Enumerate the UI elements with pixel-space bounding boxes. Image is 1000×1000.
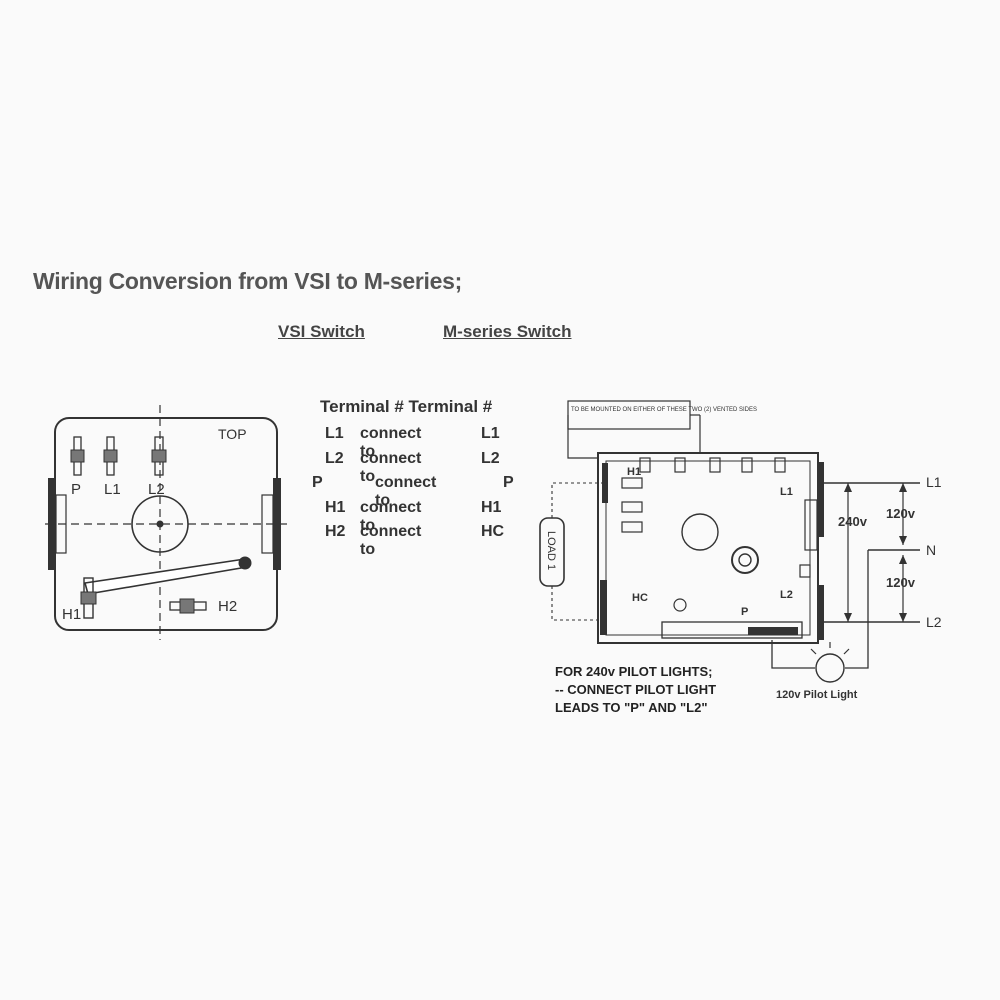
row-from: H2	[325, 523, 346, 540]
m-series-switch-diagram	[539, 400, 920, 683]
m-terminal-l2: L2	[780, 589, 793, 601]
note-line-1: FOR 240v PILOT LIGHTS;	[555, 664, 713, 679]
row-connector: connect to	[360, 425, 422, 460]
vsi-top-label: TOP	[218, 426, 247, 442]
voltage-120-top: 120v	[886, 506, 916, 521]
vsi-switch-diagram	[45, 405, 290, 640]
note-line-2: -- CONNECT PILOT LIGHT	[555, 682, 717, 697]
vsi-terminal-labels: TOP P L1 L2 H1 H2	[62, 426, 247, 623]
load-1-label: LOAD 1	[545, 531, 557, 570]
row-connector: connect to	[360, 523, 422, 558]
vsi-terminal-h1: H1	[62, 606, 81, 623]
voltage-120-bottom: 120v	[886, 575, 916, 590]
vsi-terminal-h2: H2	[218, 598, 237, 615]
vsi-terminal-p: P	[71, 481, 81, 498]
vsi-switch-header: VSI Switch	[278, 322, 365, 341]
mount-note: TO BE MOUNTED ON EITHER OF THESE TWO (2)…	[571, 407, 757, 413]
row-to: L1	[481, 425, 500, 442]
row-from: P	[312, 474, 323, 491]
row-connector: connect to	[360, 499, 422, 534]
row-to: HC	[481, 523, 505, 540]
note-line-3: LEADS TO "P" AND "L2"	[555, 700, 708, 715]
row-connector: connect to	[375, 474, 437, 509]
m-terminal-hc: HC	[632, 592, 648, 604]
row-from: L2	[325, 450, 344, 467]
line-l2-label: L2	[926, 614, 942, 630]
row-to: L2	[481, 450, 500, 467]
pilot-light-note: FOR 240v PILOT LIGHTS; -- CONNECT PILOT …	[555, 663, 716, 717]
vsi-terminal-l1: L1	[104, 481, 121, 498]
row-connector: connect to	[360, 450, 422, 485]
m-series-switch-header: M-series Switch	[443, 322, 572, 341]
vsi-terminal-l2: L2	[148, 481, 165, 498]
diagram-title: Wiring Conversion from VSI to M-series;	[33, 268, 462, 294]
row-to: P	[503, 474, 514, 491]
voltage-240: 240v	[838, 514, 868, 529]
m-terminal-h1: H1	[627, 466, 641, 478]
row-from: L1	[325, 425, 344, 442]
line-l1-label: L1	[926, 474, 942, 490]
row-from: H1	[325, 499, 346, 516]
m-terminal-p: P	[741, 606, 748, 618]
line-n-label: N	[926, 542, 936, 558]
row-to: H1	[481, 499, 502, 516]
m-series-labels: TO BE MOUNTED ON EITHER OF THESE TWO (2)…	[545, 407, 942, 701]
pilot-light-label: 120v Pilot Light	[776, 689, 858, 701]
m-terminal-l1: L1	[780, 486, 793, 498]
table-header: Terminal # Terminal #	[320, 397, 493, 416]
